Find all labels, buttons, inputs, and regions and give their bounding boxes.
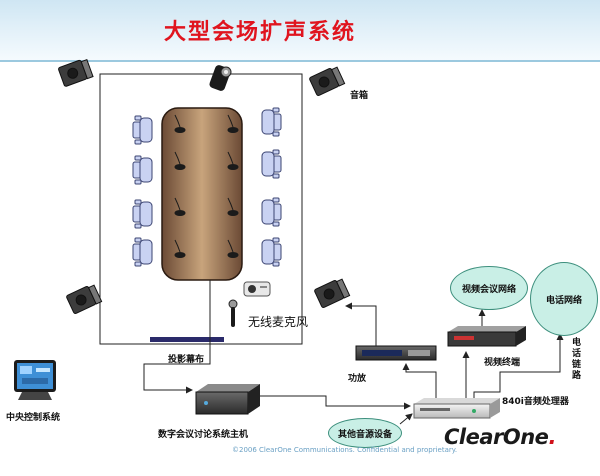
page-title: 大型会场扩声系统 [163, 19, 356, 45]
phone-network-cloud: 电话网络 [530, 262, 598, 336]
chair [132, 115, 153, 267]
conference-host-device [195, 384, 260, 415]
speaker-icon [58, 58, 351, 314]
copyright-text: ©2006 ClearOne Communications. Confident… [232, 446, 458, 454]
audio-processor-device [413, 398, 500, 419]
video-conf-network-cloud: 视频会议网络 [450, 266, 528, 310]
central-control-label: 中央控制系统 [6, 413, 61, 423]
table-microphone [174, 114, 239, 258]
phone-line-label: 电话链路 [572, 338, 582, 381]
wireless-mic-label: 无线麦克风 [248, 315, 309, 329]
touch-panel-icon [14, 360, 56, 400]
wireless-mic-icon [228, 299, 238, 327]
clearone-logo: ClearOne. [444, 425, 556, 449]
camera-icon [209, 65, 232, 91]
header-band [0, 0, 600, 62]
power-amplifier-device [355, 345, 437, 361]
projection-screen [150, 337, 224, 342]
conference-host-label: 数字会议讨论系统主机 [158, 430, 249, 440]
header-rule [0, 60, 600, 62]
video-conf-network-label: 视频会议网络 [461, 284, 516, 295]
projector-icon [243, 281, 271, 297]
chair [261, 107, 282, 267]
phone-network-label: 电话网络 [545, 295, 582, 306]
video-terminal-label: 视频终端 [484, 358, 521, 368]
connector [473, 333, 564, 398]
room-outline [99, 73, 303, 345]
video-terminal-device [447, 326, 526, 347]
audio-processor-label: 840i音频处理器 [502, 397, 569, 407]
speakers-label: 音箱 [350, 91, 369, 101]
logo-text: ClearOne [444, 425, 549, 449]
connector [402, 363, 437, 398]
power-amp-label: 功放 [348, 374, 367, 384]
connector [143, 280, 211, 394]
connector [260, 395, 411, 410]
other-audio-cloud: 其他音源设备 [328, 418, 402, 448]
connector [399, 413, 413, 425]
projection-screen-label: 投影幕布 [168, 355, 205, 365]
logo-dot: . [548, 425, 556, 449]
conference-table [161, 107, 243, 281]
other-audio-label: 其他音源设备 [337, 429, 392, 440]
connector [345, 302, 377, 346]
